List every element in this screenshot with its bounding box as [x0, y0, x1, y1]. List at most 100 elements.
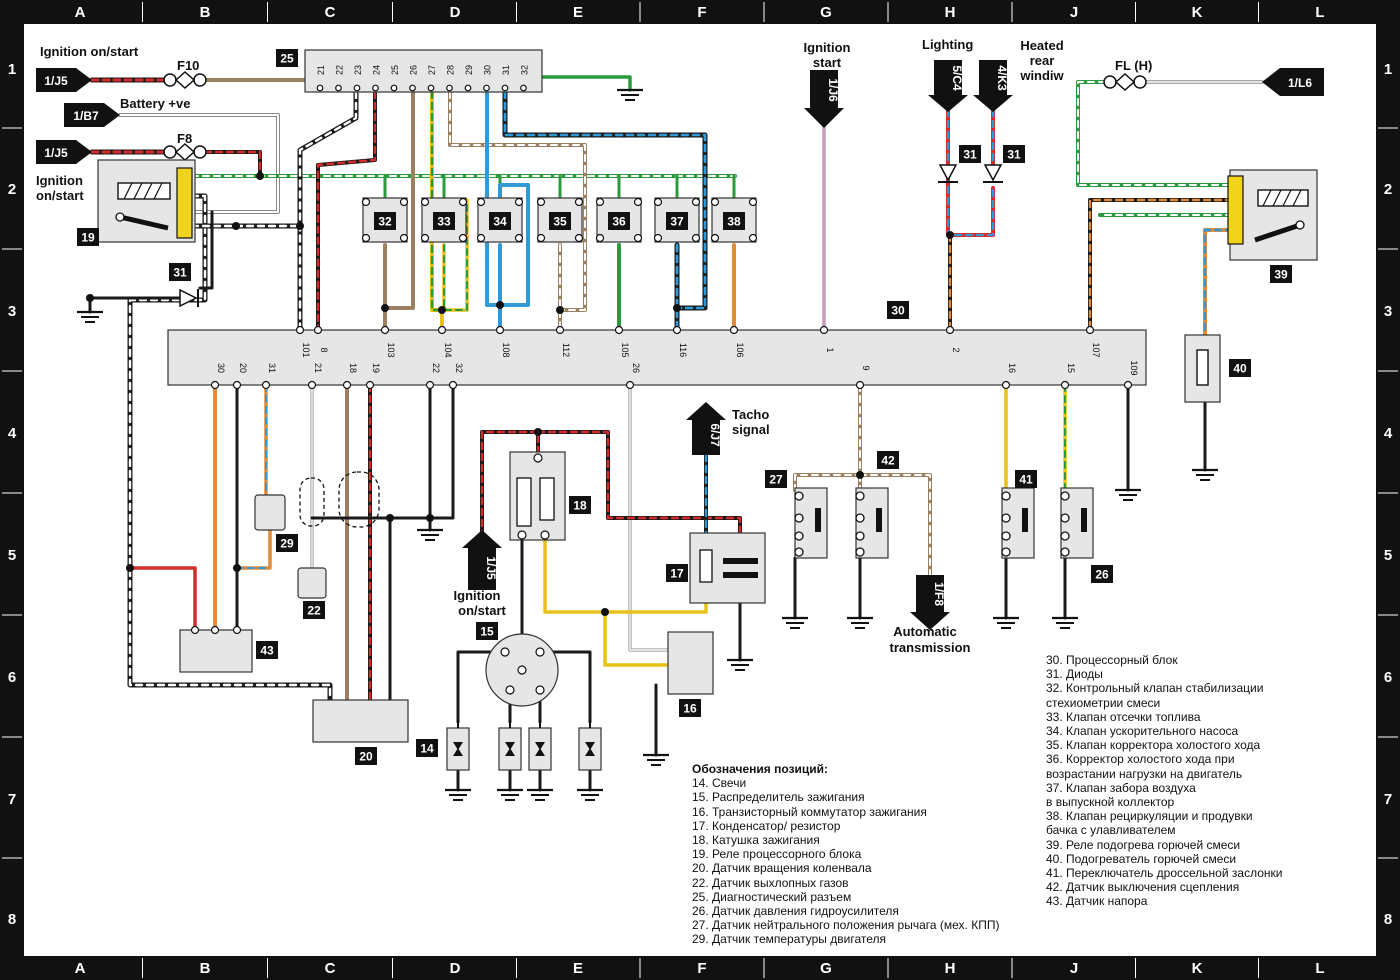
connector-4-k3: 4/K3	[995, 65, 1009, 91]
wires	[88, 75, 1264, 792]
legend-right-item: 31. Диоды	[1046, 667, 1103, 682]
label-auto-a: Automatic	[893, 624, 957, 639]
legend-left-item: 14. Свечи	[692, 776, 747, 791]
ecu-top-pin-label: 2	[951, 347, 961, 352]
svg-text:18: 18	[573, 499, 587, 513]
connector-arrows	[36, 60, 1324, 630]
grid-col-J-bottom: J	[1070, 960, 1078, 977]
component-tag-22: 22	[303, 601, 325, 619]
crank-sensor-20	[312, 699, 409, 743]
diag-pin	[427, 84, 435, 92]
grid-row-4-right: 4	[1384, 425, 1393, 442]
svg-text:15: 15	[480, 625, 494, 639]
diag-pin	[353, 84, 361, 92]
grid-row-4-left: 4	[8, 425, 17, 442]
svg-text:31: 31	[1007, 148, 1021, 162]
ecu-top-pin-label: 101	[301, 342, 311, 357]
legend-right-item: 39. Реле подогрева горючей смеси	[1046, 837, 1241, 852]
grid-row-3-right: 3	[1384, 303, 1392, 320]
sensor-43	[179, 625, 253, 673]
label-auto-b: transmission	[890, 640, 971, 655]
diag-pin	[446, 84, 453, 92]
component-tag-31: 31	[1003, 145, 1025, 163]
ecu-bottom-pin-label: 20	[238, 363, 248, 373]
component-tag-18: 18	[569, 496, 591, 514]
component-tag-40: 40	[1229, 359, 1251, 377]
ecu-bottom-pin	[855, 380, 865, 390]
ecu-top-pin	[555, 325, 565, 335]
ecu-bottom-pin	[1060, 380, 1070, 390]
svg-text:33: 33	[437, 215, 451, 229]
component-tag-36: 36	[608, 212, 630, 230]
ecu-top-pin-label: 104	[443, 342, 453, 357]
svg-text:25: 25	[280, 52, 294, 66]
diag-pin-label: 30	[483, 65, 493, 75]
label-f8: F8	[177, 131, 192, 146]
diode-31-left	[179, 288, 199, 308]
connector-5-c4: 5/C4	[950, 65, 964, 91]
svg-text:27: 27	[769, 473, 783, 487]
ecu-top-pin	[672, 325, 682, 335]
legend-left-item: 18. Катушка зажигания	[692, 833, 820, 848]
grid-col-B-bottom: B	[200, 960, 211, 977]
grid-row-3-left: 3	[8, 303, 16, 320]
component-tag-17: 17	[666, 564, 688, 582]
ecu-top-pin	[437, 325, 447, 335]
label-heated-c: windiw	[1019, 68, 1064, 83]
label-heated-b: rear	[1030, 53, 1055, 68]
ecu-top-pin	[819, 325, 829, 335]
ecu-top-pin-label: 8	[319, 347, 329, 352]
diodes-31-right	[938, 164, 1003, 183]
ecu-top-pin-label: 112	[561, 343, 571, 357]
label-ign-d-a: Ignition	[454, 588, 501, 603]
grid-row-1-right: 1	[1384, 61, 1392, 78]
grid-col-L-top: L	[1315, 4, 1324, 21]
ecu-top-pin	[295, 325, 305, 335]
svg-text:41: 41	[1019, 473, 1033, 487]
diag-pin	[335, 84, 342, 92]
diag-pin-label: 29	[464, 65, 474, 75]
grid-col-D-top: D	[450, 4, 461, 21]
grid-row-7-right: 7	[1384, 791, 1392, 808]
diag-pin	[409, 84, 416, 92]
ecu-bottom-pin	[425, 380, 435, 390]
legend-right-item: стехиометрии смеси	[1046, 695, 1161, 710]
ecu-bottom-pin	[365, 380, 375, 390]
ecu-bottom-pin-label: 18	[348, 363, 358, 373]
label-ignition-on-start: Ignition on/start	[40, 44, 139, 59]
spark-plugs-14	[446, 719, 602, 771]
svg-text:36: 36	[612, 215, 626, 229]
ecu-top-pin-label: 1	[825, 347, 835, 352]
ecu-top-pin-label: 106	[735, 342, 745, 357]
svg-text:38: 38	[727, 215, 741, 229]
capacitor-17	[689, 532, 766, 604]
legend-left-item: 20. Датчик вращения коленвала	[692, 861, 872, 876]
ecu-top-pin-label: 105	[620, 342, 630, 357]
legend-left-item: 29. Датчик температуры двигателя	[692, 932, 886, 947]
ecu-bottom-pin	[1001, 380, 1011, 390]
junction-dots	[86, 172, 954, 616]
component-tag-26: 26	[1091, 565, 1113, 583]
ecu-bottom-pin-label: 16	[1007, 363, 1017, 373]
ecu-bottom-pin-label: 9	[861, 365, 871, 370]
svg-text:40: 40	[1233, 362, 1247, 376]
legend-right-item: бачка с улавливателем	[1046, 823, 1176, 838]
ecu-bottom-pin-label: 32	[454, 363, 464, 373]
svg-text:35: 35	[553, 215, 567, 229]
legend-left-item: 27. Датчик нейтрального положения рычага…	[692, 918, 1000, 933]
legend-left-item: 19. Реле процессорного блока	[692, 847, 862, 862]
ecu-top-pin	[313, 325, 323, 335]
grid-col-G-top: G	[820, 4, 832, 21]
ecu-30	[167, 329, 1147, 386]
label-f10: F10	[177, 58, 199, 73]
diagnostic-connector-25	[304, 49, 543, 93]
svg-text:32: 32	[378, 215, 392, 229]
label-tacho-b: signal	[732, 422, 770, 437]
diag-pin-label: 23	[353, 65, 363, 75]
diag-pin-label: 27	[427, 65, 437, 75]
label-battery: Battery +ve	[120, 96, 190, 111]
legend-left-item: 26. Датчик давления гидроусилителя	[692, 904, 899, 919]
svg-text:39: 39	[1274, 268, 1288, 282]
